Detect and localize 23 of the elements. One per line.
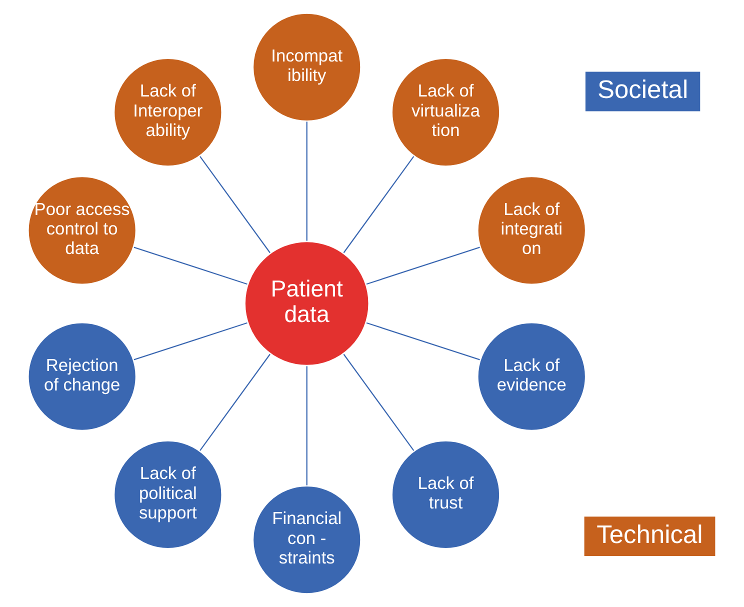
node-circle: Lack of Interoper ability [112,56,224,168]
connector [134,322,248,360]
node-circle: Poor access control to data [26,174,138,286]
connector [134,246,248,285]
node-circle: Patient data [243,240,371,368]
connector [200,156,270,254]
node-box: Technical [582,514,718,558]
node-circle: Rejection of change [26,320,138,432]
node-circle: Lack of trust [390,439,502,550]
connector [366,246,480,285]
connector [366,322,480,360]
connector [343,156,414,254]
connector [343,354,414,451]
node-circle: Incompat ibility [251,12,362,123]
node-box: Societal [583,70,702,114]
node-circle: Lack of evidence [476,320,588,432]
node-circle: Financial con - straints [251,484,362,596]
connector [200,354,270,451]
node-circle: Lack of virtualiza tion [390,56,502,168]
node-circle: Lack of integrati on [476,174,588,286]
connector [306,366,308,486]
node-circle: Lack of political support [112,439,224,550]
connector [306,122,308,241]
